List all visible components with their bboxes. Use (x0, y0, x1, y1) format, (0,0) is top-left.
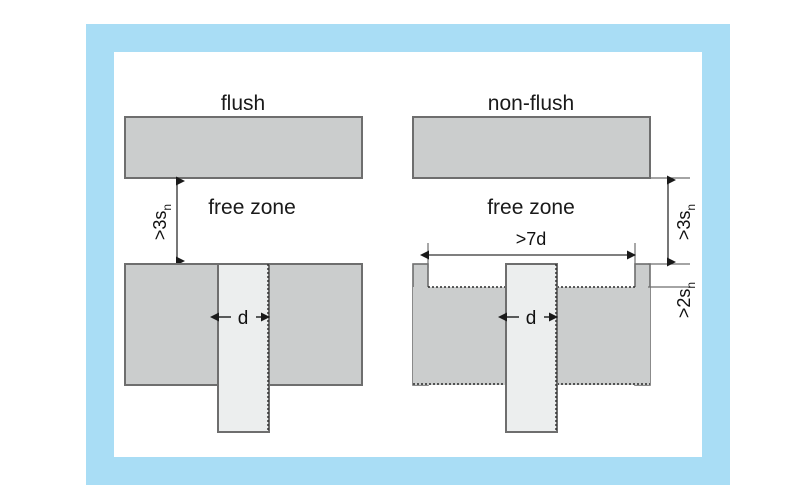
mounting-block-right-flush (268, 263, 363, 386)
diameter-label-flush: d (238, 308, 249, 329)
free-zone-label-non-flush: free zone (487, 196, 575, 219)
clearance-label-base-non-flush: >3s (674, 211, 694, 241)
mounting-block-left-flush (124, 263, 219, 386)
clearance-label-sub-flush: n (160, 204, 174, 211)
svg-text:>2sn: >2sn (674, 282, 698, 318)
svg-text:>3sn: >3sn (150, 204, 174, 240)
clearance-dimension-label-non-flush: >3sn (674, 204, 698, 240)
recess-depth-label: >2sn (674, 282, 698, 318)
recess-floor-right (557, 287, 650, 385)
recess-floor-left (413, 287, 506, 385)
recess-depth-label-sub: n (684, 282, 698, 289)
panel-title-flush: flush (221, 92, 265, 115)
lateral-dimension-label: >7d (516, 229, 547, 249)
panel-title-non-flush: non-flush (488, 92, 574, 115)
recess-depth-label-base: >2s (674, 289, 694, 319)
clearance-label-sub-non-flush: n (684, 204, 698, 211)
sensor-body-non-flush (505, 263, 558, 433)
sensor-body-flush (217, 263, 270, 433)
target-bar-non-flush (412, 116, 651, 179)
target-bar-flush (124, 116, 363, 179)
svg-text:>3sn: >3sn (674, 204, 698, 240)
free-zone-label-flush: free zone (208, 196, 296, 219)
clearance-label-base-flush: >3s (150, 211, 170, 241)
diameter-label-non-flush: d (526, 308, 537, 329)
panel-non-flush: non-flush free zone >7d (412, 92, 698, 433)
clearance-dimension-label-flush: >3sn (150, 204, 174, 240)
panel-flush: flush free zone >3sn d (124, 92, 363, 433)
